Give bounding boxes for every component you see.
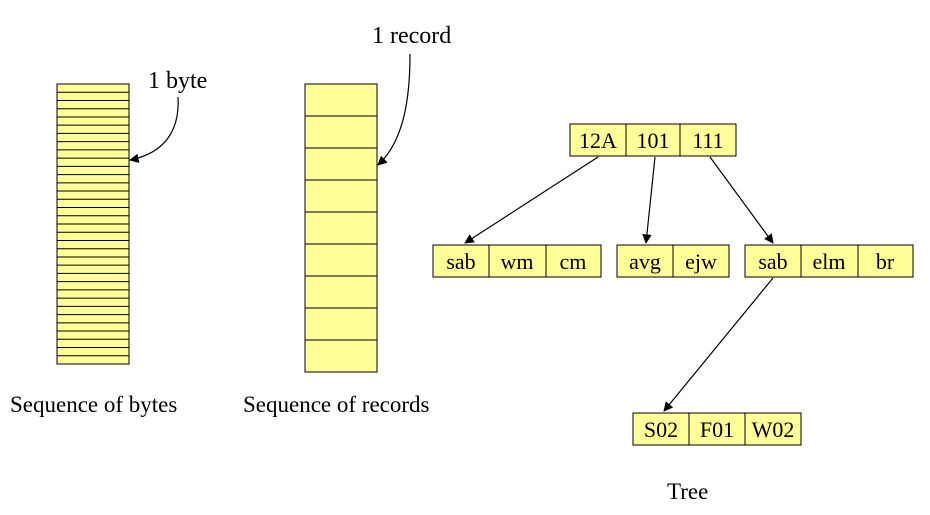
node-key: elm [813, 249, 846, 274]
node-cell [800, 244, 859, 278]
tree-edge [464, 156, 599, 244]
node-key: cm [560, 249, 587, 274]
node-key: F01 [700, 417, 734, 442]
node-cell [688, 412, 746, 446]
record-sequence [304, 83, 378, 373]
record-divider-lines [305, 115, 377, 341]
bytes-caption: Sequence of bytes [10, 392, 177, 417]
node-cell [569, 123, 627, 157]
byte-divider-lines [57, 91, 129, 357]
node-key: 12A [579, 128, 617, 153]
tree-caption: Tree [667, 479, 708, 504]
node-key: ejw [685, 249, 717, 274]
node-key: sab [758, 249, 787, 274]
node-key: wm [501, 249, 534, 274]
node-cell [679, 123, 737, 157]
node-cell [625, 123, 681, 157]
node-key: 101 [637, 128, 670, 153]
node-key: br [876, 249, 895, 274]
tree-edges [464, 156, 774, 412]
byte-annotation: 1 byte [148, 68, 207, 94]
node-key: W02 [752, 417, 795, 442]
tree-node-left: sab wm cm [432, 244, 602, 278]
node-key: sab [446, 249, 475, 274]
records-caption: Sequence of records [243, 392, 430, 417]
node-cell [744, 412, 802, 446]
node-cell [632, 412, 690, 446]
byte-sequence [56, 83, 130, 365]
node-cell [545, 244, 602, 278]
tree-edge [663, 277, 774, 412]
tree-node-right: sab elm br [744, 244, 914, 278]
tree-edge [642, 156, 656, 244]
node-cell [616, 244, 674, 278]
node-cell [432, 244, 490, 278]
node-key: 111 [692, 128, 723, 153]
tree-node-leaf: S02 F01 W02 [632, 412, 802, 446]
node-cell [672, 244, 730, 278]
record-annotation: 1 record [372, 23, 451, 49]
tree-root-node: 12A 101 111 [569, 123, 737, 157]
tree-node-middle: avg ejw [616, 244, 730, 278]
tree-edge [709, 156, 774, 244]
record-arrow [377, 53, 411, 166]
node-cell [857, 244, 914, 278]
node-key: avg [629, 249, 661, 274]
node-cell [488, 244, 547, 278]
byte-arrow [129, 96, 179, 164]
node-key: S02 [644, 417, 678, 442]
record-sequence-block [304, 83, 378, 373]
